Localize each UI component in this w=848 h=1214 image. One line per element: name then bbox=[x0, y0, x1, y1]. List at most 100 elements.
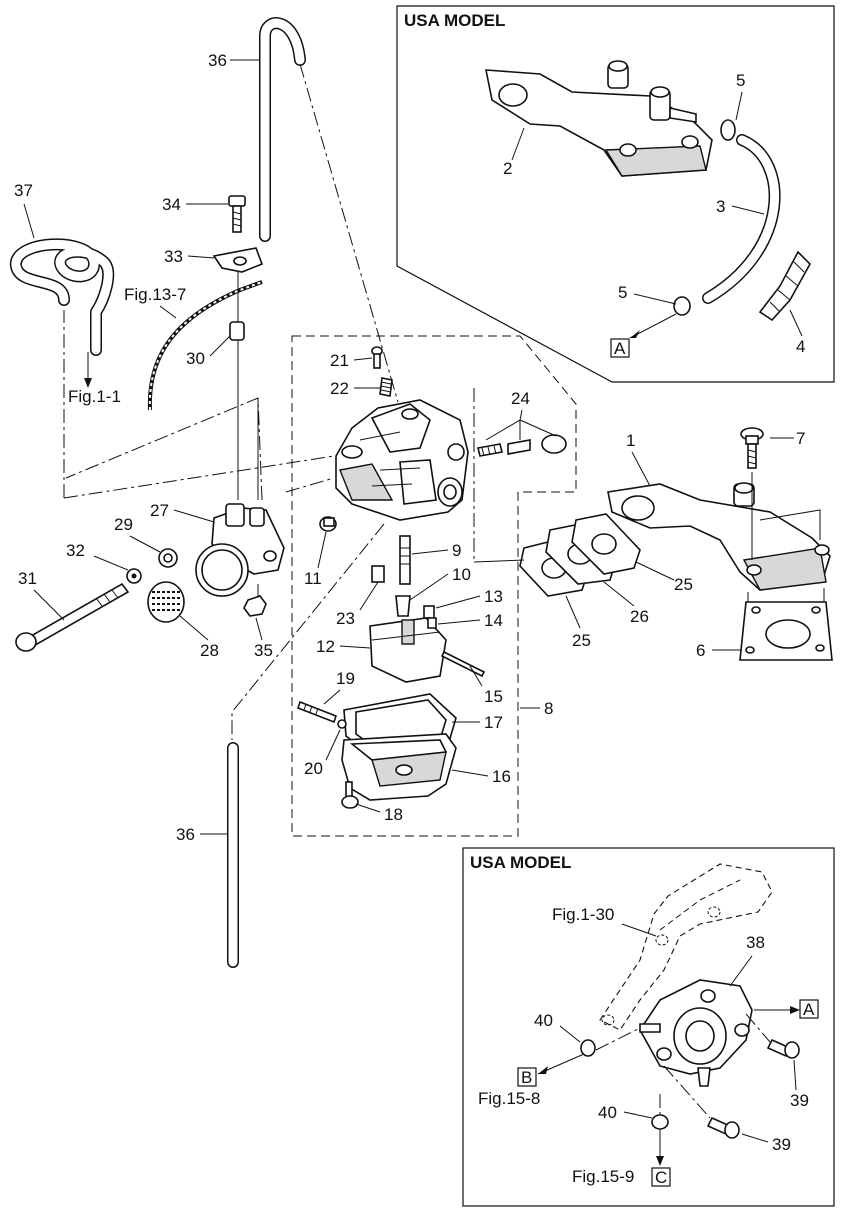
ref-fig-15-9: Fig.15-9 bbox=[572, 1167, 634, 1186]
label-11: 11 bbox=[304, 569, 322, 588]
connector-c-box bbox=[651, 1167, 671, 1187]
label-39-top: 39 bbox=[790, 1091, 809, 1110]
label-21: 21 bbox=[330, 351, 349, 370]
label-19: 19 bbox=[336, 669, 355, 688]
label-24: 24 bbox=[511, 389, 530, 408]
hose-protector bbox=[758, 250, 811, 322]
label-5-bottom: 5 bbox=[618, 283, 627, 302]
fuel-hose-36-top bbox=[259, 17, 306, 242]
label-29: 29 bbox=[114, 515, 133, 534]
connector-a-top: A bbox=[614, 339, 626, 358]
collar-30 bbox=[229, 321, 245, 341]
spring-22 bbox=[379, 377, 393, 397]
jet-23 bbox=[371, 565, 385, 583]
label-26: 26 bbox=[630, 607, 649, 626]
intake-manifold-usa bbox=[485, 60, 713, 177]
label-35: 35 bbox=[254, 641, 273, 660]
ref-fig-13-7: Fig.13-7 bbox=[124, 285, 186, 304]
label-40-top: 40 bbox=[534, 1011, 553, 1030]
bolt-39-bottom bbox=[706, 1116, 740, 1139]
hose-clip-bottom bbox=[673, 296, 691, 316]
connector-c: C bbox=[655, 1168, 667, 1187]
connector-b: B bbox=[521, 1068, 532, 1087]
screw-18 bbox=[341, 781, 359, 809]
collar-29 bbox=[158, 548, 178, 568]
drain-screw-19 bbox=[297, 700, 337, 724]
label-39-bottom: 39 bbox=[772, 1135, 791, 1154]
label-36-bottom: 36 bbox=[176, 825, 195, 844]
float-pin-15 bbox=[440, 650, 486, 678]
needle-13-14 bbox=[423, 605, 437, 629]
label-16: 16 bbox=[492, 767, 511, 786]
bolt-34 bbox=[228, 195, 246, 233]
label-30: 30 bbox=[186, 349, 205, 368]
clip-40-top bbox=[580, 1039, 596, 1057]
label-14: 14 bbox=[484, 611, 503, 630]
fuel-hose-usa bbox=[702, 134, 781, 304]
label-17: 17 bbox=[484, 713, 503, 732]
label-10: 10 bbox=[452, 565, 471, 584]
label-22: 22 bbox=[330, 379, 349, 398]
pilot-screw-24 bbox=[477, 434, 567, 457]
hose-clip-top bbox=[720, 119, 736, 141]
label-23: 23 bbox=[336, 609, 355, 628]
label-15: 15 bbox=[484, 687, 503, 706]
clip-40-bottom bbox=[651, 1114, 669, 1130]
label-13: 13 bbox=[484, 587, 503, 606]
silencer-27 bbox=[195, 503, 285, 597]
usa-model-top-panel: USA MODEL 2 bbox=[396, 5, 835, 383]
gasket-6 bbox=[739, 601, 833, 661]
bolt-31 bbox=[15, 582, 130, 652]
connector-a-bottom: A bbox=[803, 1000, 815, 1019]
breather-hose bbox=[10, 238, 115, 356]
label-38: 38 bbox=[746, 933, 765, 952]
connector-b-box bbox=[517, 1067, 537, 1087]
label-18: 18 bbox=[384, 805, 403, 824]
screw-21 bbox=[371, 346, 383, 369]
ref-fig-1-1: Fig.1-1 bbox=[68, 387, 121, 406]
label-9: 9 bbox=[452, 541, 461, 560]
label-20: 20 bbox=[304, 759, 323, 778]
bolt-39-top bbox=[766, 1038, 800, 1059]
label-1: 1 bbox=[626, 431, 635, 450]
label-5-top: 5 bbox=[736, 71, 745, 90]
label-6: 6 bbox=[696, 641, 705, 660]
connector-a-top-box bbox=[610, 338, 630, 358]
usa-model-bottom-panel: USA MODEL Fig.1-30 38 bbox=[462, 847, 835, 1207]
label-40-bottom: 40 bbox=[598, 1103, 617, 1122]
ref-fig-1-30: Fig.1-30 bbox=[552, 905, 614, 924]
connector-a-bottom-box bbox=[799, 999, 819, 1019]
label-4: 4 bbox=[796, 337, 805, 356]
jet-10 bbox=[395, 595, 411, 617]
label-34: 34 bbox=[162, 195, 181, 214]
label-2: 2 bbox=[503, 159, 512, 178]
label-25-left: 25 bbox=[572, 631, 591, 650]
float-chamber-16 bbox=[341, 733, 457, 801]
bolt-7 bbox=[740, 427, 764, 469]
screw-11 bbox=[319, 516, 337, 532]
label-28: 28 bbox=[200, 641, 219, 660]
fuel-pump-38 bbox=[639, 979, 753, 1087]
ref-fig-15-8: Fig.15-8 bbox=[478, 1089, 540, 1108]
label-36-top: 36 bbox=[208, 51, 227, 70]
label-7: 7 bbox=[796, 429, 805, 448]
label-37: 37 bbox=[14, 181, 33, 200]
gasket-25-right bbox=[571, 513, 641, 575]
carburetor-body bbox=[335, 399, 469, 521]
filter-28 bbox=[147, 581, 185, 623]
usa-model-bottom-title: USA MODEL bbox=[470, 853, 571, 872]
oring-20 bbox=[337, 719, 347, 729]
label-12: 12 bbox=[316, 637, 335, 656]
label-27: 27 bbox=[150, 501, 169, 520]
label-32: 32 bbox=[66, 541, 85, 560]
intake-manifold-1 bbox=[607, 482, 831, 591]
label-3: 3 bbox=[716, 197, 725, 216]
label-8: 8 bbox=[544, 699, 553, 718]
usa-model-top-title: USA MODEL bbox=[404, 11, 505, 30]
needle-valve-9 bbox=[399, 535, 411, 585]
carburetor-assy-box bbox=[291, 335, 577, 837]
nut-35 bbox=[243, 595, 267, 617]
label-31: 31 bbox=[18, 569, 37, 588]
label-33: 33 bbox=[164, 247, 183, 266]
